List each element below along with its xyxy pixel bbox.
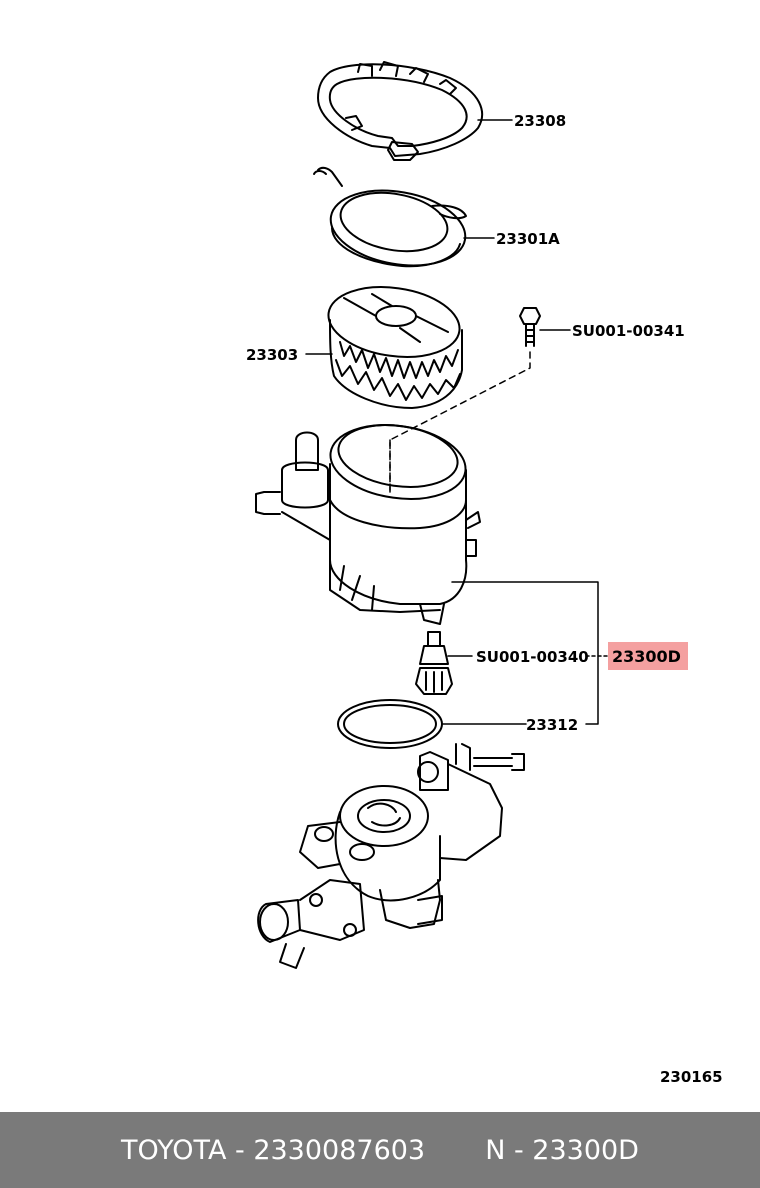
filter-element-drawing	[327, 286, 463, 409]
highlight-box	[608, 642, 688, 670]
label-23303[interactable]: 23303	[246, 346, 298, 364]
housing-drawing	[257, 743, 525, 969]
label-su001-00341[interactable]: SU001-00341	[572, 322, 685, 340]
upper-bolt-drawing	[519, 307, 541, 347]
filter-cover-drawing	[313, 166, 467, 268]
label-su001-00340[interactable]: SU001-00340	[476, 648, 589, 666]
label-23301a[interactable]: 23301A	[496, 230, 560, 248]
leader-lines	[305, 119, 609, 725]
parts-diagram: 23308 23301A 23303 SU001-00341 SU001-003…	[246, 61, 723, 1086]
label-23312[interactable]: 23312	[526, 716, 578, 734]
footer-ref-info: N - 23300D	[485, 1134, 639, 1166]
retaining-ring-drawing	[317, 61, 483, 161]
label-23308[interactable]: 23308	[514, 112, 566, 130]
footer-part-info: TOYOTA - 2330087603	[121, 1134, 426, 1166]
filter-case-drawing	[255, 424, 481, 625]
diagram-code: 230165	[660, 1068, 723, 1086]
drain-plug-drawing	[415, 631, 453, 695]
o-ring-drawing	[337, 699, 443, 749]
label-23300d[interactable]: 23300D	[612, 647, 681, 666]
footer-spacer	[425, 1135, 485, 1166]
footer-bar: TOYOTA - 2330087603 N - 23300D	[0, 1112, 760, 1188]
